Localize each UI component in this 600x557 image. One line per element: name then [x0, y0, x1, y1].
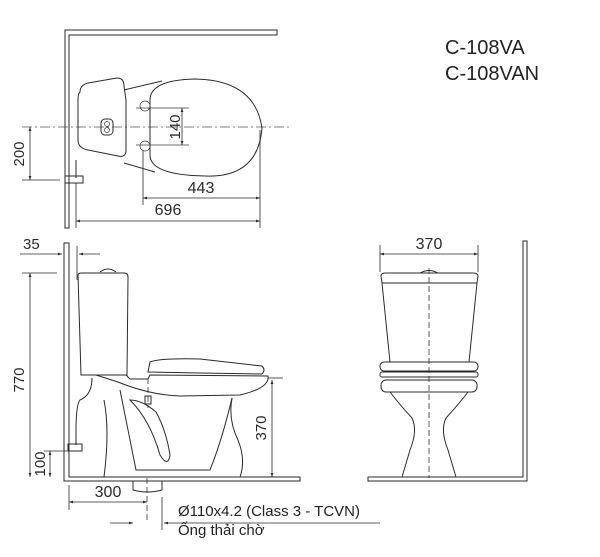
- tank-side: [77, 272, 129, 376]
- dim-200: 200: [11, 141, 28, 166]
- dim-35: 35: [23, 236, 40, 253]
- front-wall: [367, 240, 528, 482]
- bowl-rim-side: [95, 374, 269, 397]
- trap-side: [128, 399, 171, 462]
- dim-100: 100: [32, 451, 49, 476]
- top-wall: [64, 29, 278, 229]
- side-view: 35 770 100 370 300: [11, 236, 380, 530]
- front-view: 370: [367, 236, 528, 482]
- tank-body-front: [381, 282, 478, 363]
- seat-top: [149, 78, 263, 177]
- dim-770: 770: [11, 367, 28, 392]
- tank-lid-front: [380, 272, 479, 284]
- model-label-1: C-108VA: [445, 37, 525, 59]
- side-wall: [63, 242, 301, 482]
- dim-140: 140: [167, 114, 184, 139]
- dim-370-front: 370: [416, 236, 443, 253]
- seat-lid-side: [147, 358, 265, 375]
- flush-button-top: [100, 118, 114, 136]
- tank-top: [77, 77, 127, 157]
- model-label-2: C-108VAN: [445, 63, 540, 85]
- dim-300: 300: [95, 484, 122, 501]
- dim-696: 696: [155, 202, 182, 219]
- pedestal-front: [389, 391, 469, 478]
- dim-370-side: 370: [253, 415, 270, 440]
- pipe-label-note: Ống thải chờ: [178, 522, 265, 539]
- top-view: 140 200 443 696: [11, 29, 290, 229]
- dim-443: 443: [188, 180, 215, 197]
- pipe-spec-note: Ø110x4.2 (Class 3 - TCVN): [178, 503, 360, 520]
